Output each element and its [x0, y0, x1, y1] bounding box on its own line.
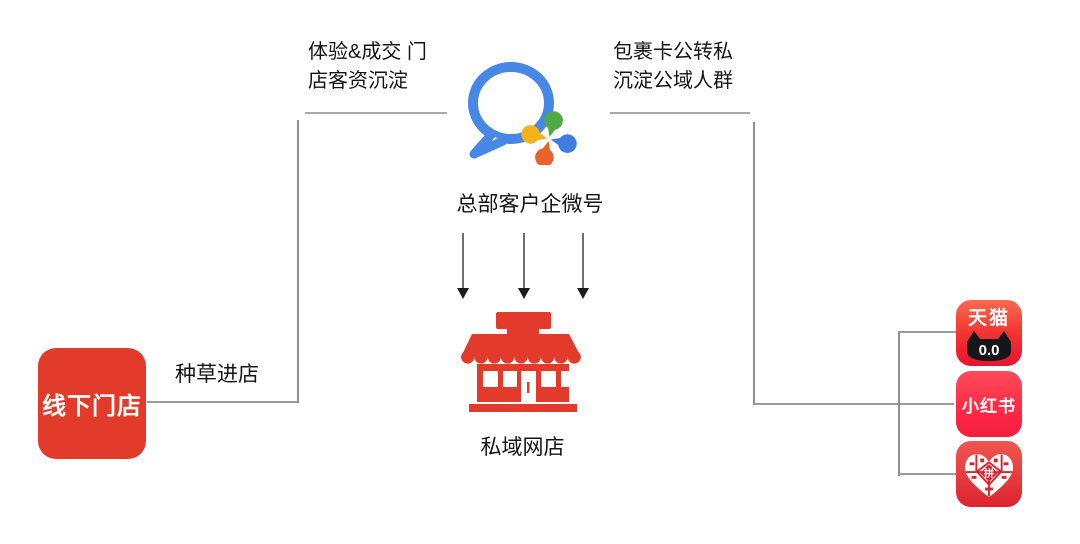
down-arrow	[518, 233, 530, 299]
note-top-right-line1: 包裹卡公转私	[613, 41, 733, 63]
wecom-logo-icon	[461, 57, 583, 167]
connector-branch-pinduoduo	[898, 473, 956, 475]
note-top-right: 包裹卡公转私 沉淀公域人群	[613, 38, 733, 96]
connector-top-left	[305, 112, 447, 114]
tmall-cat-icon: 0.0	[967, 331, 1011, 361]
connector-branch-tmall	[898, 331, 956, 333]
note-top-left-line1: 体验&成交 门	[308, 41, 427, 63]
private-shop-label: 私域网店	[480, 436, 565, 459]
note-top-right-line2: 沉淀公域人群	[613, 70, 733, 92]
down-arrow	[577, 233, 589, 299]
connector-left-vertical	[297, 120, 299, 403]
xiaohongshu-title: 小红书	[962, 396, 1016, 416]
tmall-title: 天猫	[967, 308, 1010, 329]
wecom-account-label: 总部客户企微号	[456, 193, 604, 216]
storefront-icon	[461, 312, 585, 414]
connector-top-right	[610, 112, 750, 114]
note-top-left-line2: 店客资沉淀	[308, 70, 408, 92]
connector-store-to-junction	[147, 401, 298, 403]
connector-right-vertical	[753, 122, 755, 405]
node-offline-store: 线下门店	[38, 348, 146, 459]
connector-apps-vertical	[898, 332, 900, 476]
svg-text:0.0: 0.0	[979, 342, 1000, 359]
pinduoduo-app-icon: 拼	[956, 441, 1022, 507]
connector-right-middle	[753, 403, 954, 405]
tmall-app-icon: 天猫 0.0	[956, 300, 1022, 366]
svg-text:拼: 拼	[984, 467, 994, 480]
edge-label-seeding: 种草进店	[175, 363, 259, 386]
note-top-left: 体验&成交 门 店客资沉淀	[308, 38, 427, 96]
offline-store-label: 线下门店	[42, 393, 142, 420]
xiaohongshu-app-icon: 小红书	[956, 371, 1022, 437]
down-arrow	[457, 233, 469, 299]
